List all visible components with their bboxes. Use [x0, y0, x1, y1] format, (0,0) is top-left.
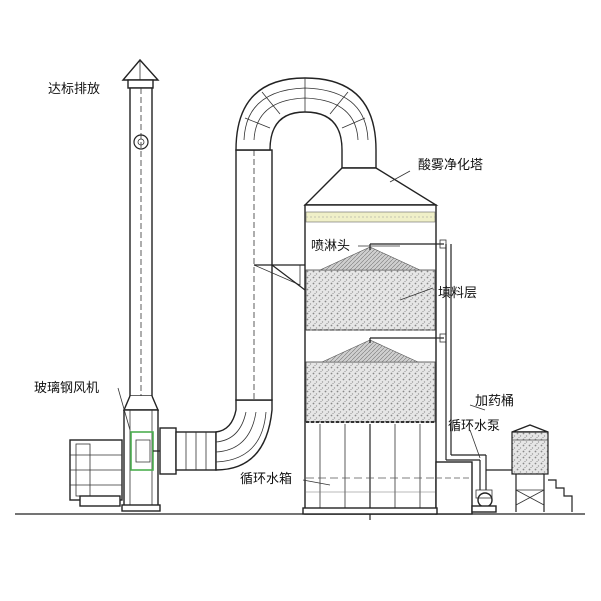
frp-fan [69, 431, 176, 507]
label-dosing-tank: 加药桶 [475, 394, 514, 409]
spray-cone-upper [319, 246, 421, 271]
label-exhaust: 达标排放 [48, 82, 100, 97]
label-tower: 酸雾净化塔 [418, 158, 483, 173]
stack-cap [121, 58, 160, 81]
inlet-duct [159, 77, 377, 475]
dosing-tank-body [511, 431, 549, 475]
side-tank [435, 461, 473, 515]
label-fan: 玻璃钢风机 [34, 381, 99, 396]
packing-upper [305, 269, 436, 331]
label-circulation-tank: 循环水箱 [240, 471, 292, 487]
spray-cone-lower [321, 339, 419, 363]
scrubber-tower [302, 167, 473, 520]
tower-hood [303, 167, 439, 206]
leader-lines [117, 170, 486, 486]
dosing-tank [511, 424, 573, 512]
label-circulation-pump: 循环水泵 [448, 419, 500, 434]
label-packing-layer: 填料层 [438, 286, 477, 301]
circulation-pump-icon [477, 492, 493, 508]
circulation-piping [436, 239, 515, 513]
stack-port-icon [133, 134, 149, 150]
packing-lower [305, 361, 436, 423]
exhaust-stack [121, 58, 161, 512]
label-spray-head: 喷淋头 [311, 239, 350, 254]
